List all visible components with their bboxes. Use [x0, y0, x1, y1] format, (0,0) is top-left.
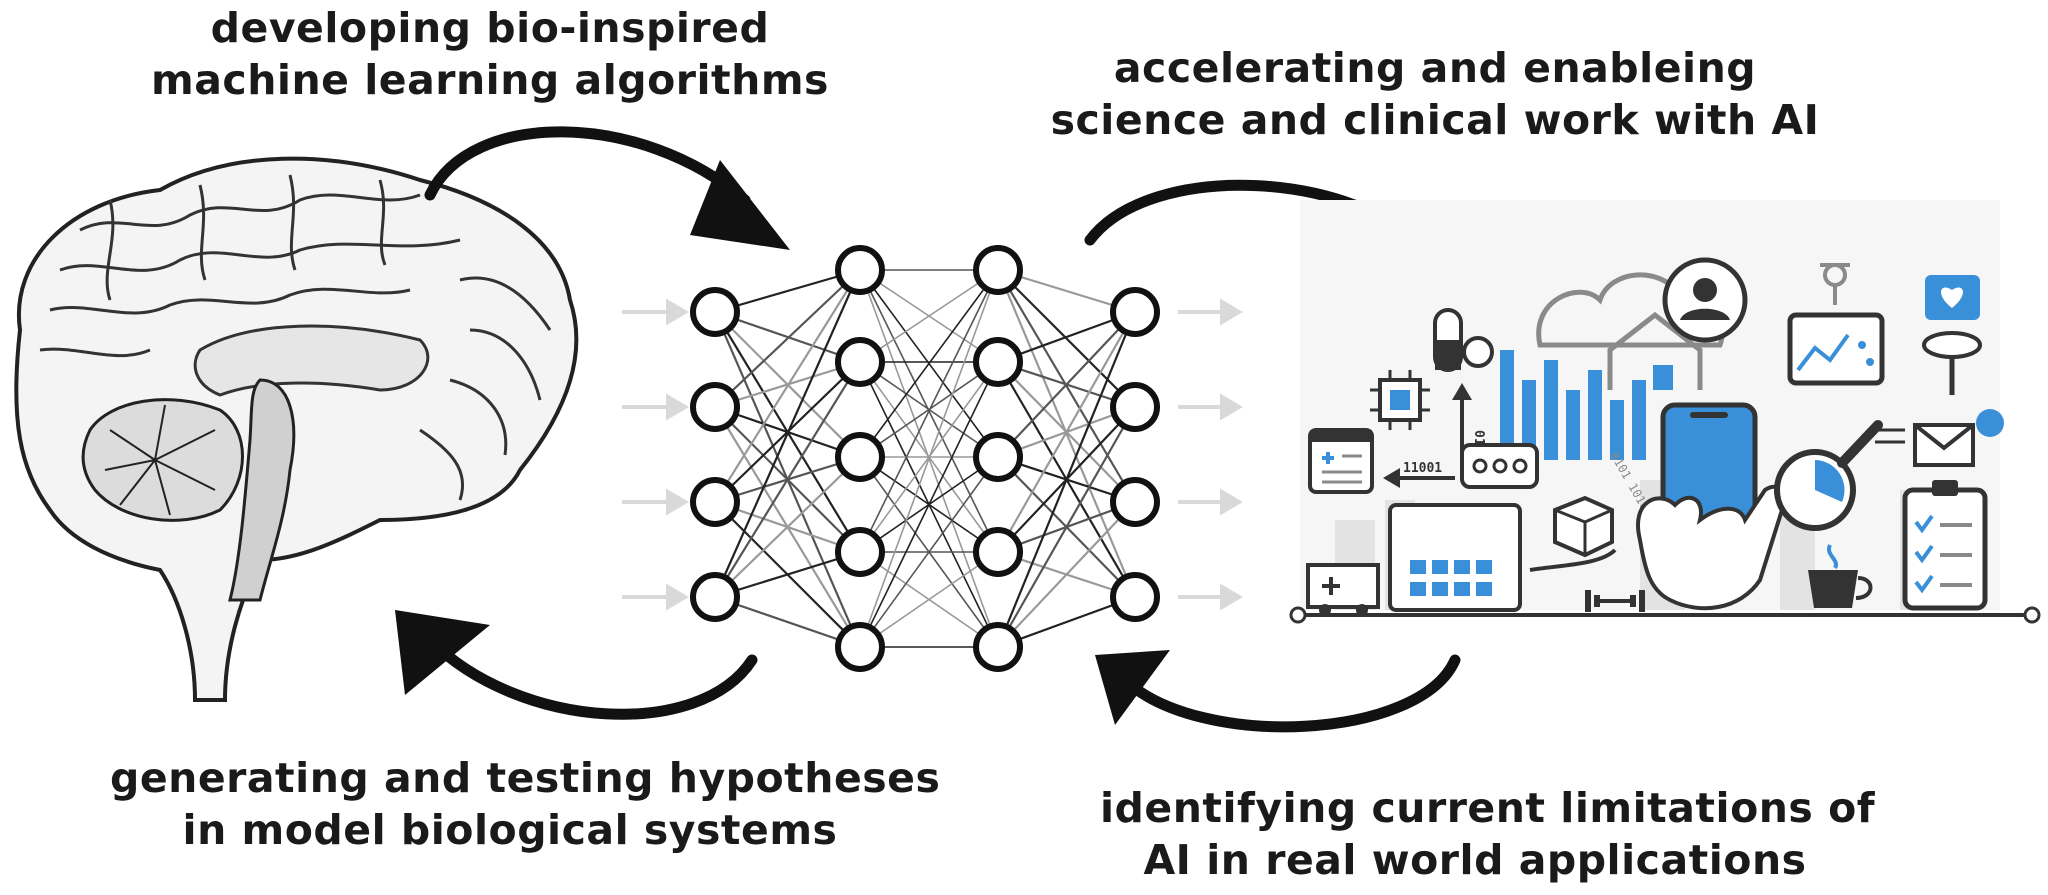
network-node-layer-1: [690, 382, 740, 432]
binary-horizontal-label: 11001: [1403, 461, 1442, 476]
network-connections: [713, 268, 1137, 649]
input-arrows: [622, 298, 689, 611]
arrowhead-to-brain: [395, 610, 490, 695]
bar-chart-icon: [1500, 350, 1646, 460]
network-node-layer-3: [973, 337, 1023, 387]
network-node-layer-4: [1110, 382, 1160, 432]
network-edge: [997, 269, 1136, 408]
network-node-layer-3: [973, 527, 1023, 577]
network-edge: [714, 595, 861, 649]
arrow-network-to-brain: [424, 634, 758, 720]
output-arrows: [1178, 298, 1243, 611]
network-edge: [997, 406, 1136, 648]
network-edge: [859, 551, 999, 648]
network-edge: [997, 311, 1136, 553]
network-node-layer-3: [973, 432, 1023, 482]
network-edge: [713, 269, 862, 598]
caption-identifying-limitations: identifying current limitations of AI in…: [1100, 782, 1876, 886]
caption-developing-algorithms: developing bio-inspired machine learning…: [150, 2, 830, 106]
network-edge: [997, 311, 1136, 458]
network-edge: [859, 456, 999, 648]
chat-bubble-icon: [1460, 443, 1539, 489]
network-node-layer-3: [973, 245, 1023, 295]
caption-line: science and clinical work with AI: [1050, 96, 1820, 144]
caption-line: in model biological systems: [182, 806, 838, 854]
caption-line: machine learning algorithms: [151, 56, 829, 104]
network-node-layer-4: [1110, 287, 1160, 337]
caption-line: accelerating and enableing: [1113, 44, 1757, 92]
caption-line: developing bio-inspired: [210, 4, 770, 52]
arrow-applications-to-network: [1119, 654, 1461, 733]
envelope-icon: [1875, 409, 2004, 467]
dumbbell-icon: [1585, 590, 1645, 612]
network-node-layer-4: [1110, 572, 1160, 622]
network-node-layer-2: [835, 527, 885, 577]
network-edge: [859, 361, 999, 648]
document-window-icon: [1308, 428, 1374, 494]
network-edge: [859, 269, 999, 648]
neural-network: [690, 245, 1160, 672]
cycle-arrowheads: [395, 160, 1455, 725]
heart-badge-icon: [1922, 275, 1982, 395]
monitor-chart-icon: [1787, 312, 1885, 386]
network-node-layer-1: [690, 477, 740, 527]
network-node-layer-3: [973, 622, 1023, 672]
network-edge: [859, 269, 999, 363]
network-edge: [714, 269, 861, 503]
network-edge: [859, 269, 999, 553]
arrowhead-to-network: [690, 160, 790, 250]
caption-testing-hypotheses: generating and testing hypotheses in mod…: [110, 752, 941, 856]
network-edge: [714, 456, 861, 598]
network-node-layer-2: [835, 337, 885, 387]
calendar-icon: [1388, 503, 1522, 612]
caption-line: identifying current limitations of: [1100, 784, 1876, 832]
hand-icon: [1636, 484, 1787, 611]
package-icon: [1529, 495, 1617, 572]
caption-accelerating-science: accelerating and enableing science and c…: [1040, 42, 1830, 146]
network-edge: [714, 268, 861, 314]
network-edge: [714, 361, 861, 598]
network-edge: [859, 269, 999, 458]
network-node-layer-1: [690, 287, 740, 337]
network-node-layer-4: [1110, 477, 1160, 527]
brain-illustration: [14, 156, 579, 702]
network-edge: [996, 311, 1137, 648]
network-node-layer-1: [690, 572, 740, 622]
network-node-layer-2: [835, 245, 885, 295]
network-node-layer-2: [835, 622, 885, 672]
ambulance-icon: [1306, 563, 1380, 616]
arrowhead-to-network-bottom: [1095, 650, 1170, 725]
house-icon: [1607, 311, 1703, 390]
magnifier-icon: [1774, 420, 1883, 531]
caption-line: generating and testing hypotheses: [110, 754, 941, 802]
network-edge: [997, 501, 1136, 648]
pill-icon: [1433, 308, 1494, 372]
ai-applications-illustration: 0101 11001: [1289, 200, 2041, 624]
network-node-layer-2: [835, 432, 885, 482]
network-edge: [714, 269, 861, 408]
cpu-chip-icon: [1370, 370, 1430, 430]
clipboard-checklist-icon: [1902, 480, 1988, 611]
arrow-brain-to-network: [424, 126, 751, 206]
coffee-cup-icon: [1808, 544, 1873, 608]
network-edge: [714, 550, 861, 599]
caption-line: AI in real world applications: [1143, 836, 1807, 884]
robot-icon: [1820, 263, 1850, 305]
